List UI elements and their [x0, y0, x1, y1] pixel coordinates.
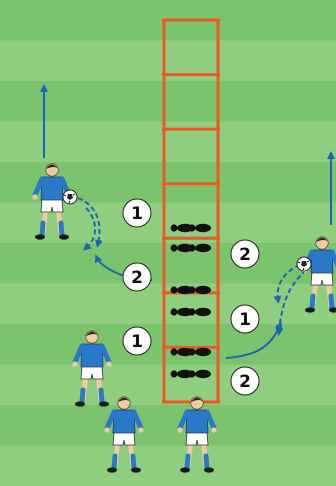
svg-text:2: 2	[131, 268, 143, 288]
grass-stripe	[0, 243, 336, 284]
footprint	[189, 370, 211, 378]
marker-left-1b: 1	[123, 327, 151, 355]
grass-stripe	[0, 365, 336, 406]
grass-stripe	[0, 446, 336, 486]
ball-icon	[297, 257, 311, 271]
svg-text:2: 2	[239, 245, 251, 265]
footprint	[189, 244, 211, 252]
footprint	[189, 286, 211, 294]
svg-text:1: 1	[131, 204, 143, 224]
footprint	[189, 308, 211, 316]
grass-stripe	[0, 284, 336, 325]
svg-text:1: 1	[131, 332, 143, 352]
ball-icon	[63, 190, 77, 204]
marker-right-2: 2	[231, 240, 259, 268]
footprint	[189, 348, 211, 356]
grass-stripe	[0, 405, 336, 446]
footprint	[189, 224, 211, 232]
svg-text:2: 2	[239, 372, 251, 392]
grass-stripe	[0, 324, 336, 365]
marker-right-1: 1	[231, 305, 259, 333]
grass-stripe	[0, 81, 336, 122]
svg-text:1: 1	[239, 310, 251, 330]
marker-right-2b: 2	[231, 367, 259, 395]
marker-left-1: 1	[123, 199, 151, 227]
marker-left-2: 2	[123, 263, 151, 291]
